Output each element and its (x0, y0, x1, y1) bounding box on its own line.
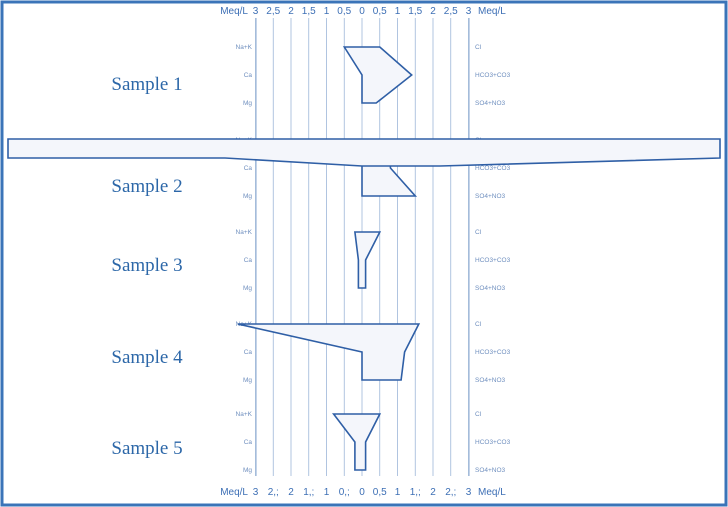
bottom-scale-label: 1 (324, 487, 330, 498)
sample-names: Sample 1 Sample 2 Sample 3 Sample 4 Sample 5 (111, 74, 183, 459)
top-scale-label: 2 (288, 6, 294, 17)
anion-label: Cl (475, 411, 482, 418)
overflow-band (7, 138, 721, 167)
cation-label: Na+K (236, 44, 253, 51)
anion-label: HCO3+CO3 (475, 349, 511, 356)
cation-label: Ca (244, 257, 253, 264)
anion-label: HCO3+CO3 (475, 257, 511, 264)
sample-polygon (342, 46, 413, 104)
top-scale-label: Meq/L (220, 6, 248, 17)
top-scale-label: Meq/L (478, 6, 506, 17)
cation-label: Na+K (236, 229, 253, 236)
cation-label: Mg (243, 467, 252, 474)
top-scale-label: 2 (430, 6, 436, 17)
top-scale-label: 1,5 (302, 6, 316, 17)
bottom-scale-label: 2 (288, 487, 294, 498)
bottom-scale: Meq/L 3 2,; 2 1,; 1 0,; 0 0,5 1 1,; 2 2,; 3 Meq/L (220, 487, 506, 498)
anion-label: SO4+NO3 (475, 193, 506, 200)
bottom-scale-label: 1,; (303, 487, 314, 498)
bottom-scale-label: 2 (430, 487, 436, 498)
cation-label: Na+K (236, 411, 253, 418)
anion-label: SO4+NO3 (475, 100, 506, 107)
bottom-scale-label: 1,; (410, 487, 421, 498)
top-scale-label: 0,5 (373, 6, 387, 17)
anion-label: Cl (475, 321, 482, 328)
cation-label: Mg (243, 193, 252, 200)
cation-label: Ca (244, 72, 253, 79)
anion-label: Cl (475, 229, 482, 236)
anion-label: SO4+NO3 (475, 467, 506, 474)
bottom-scale-label: Meq/L (220, 487, 248, 498)
cation-label: Mg (243, 285, 252, 292)
top-scale: Meq/L 3 2,5 2 1,5 1 0,5 0 0,5 1 1,5 2 2,5 3 Meq/L (220, 6, 506, 17)
top-scale-label: 1 (395, 6, 401, 17)
sample-name: Sample 2 (111, 176, 182, 197)
top-scale-label: 1 (324, 6, 330, 17)
bottom-scale-label: 2,; (268, 487, 279, 498)
top-scale-label: 0 (359, 6, 365, 17)
sample-polygon (353, 231, 382, 289)
anion-label: SO4+NO3 (475, 285, 506, 292)
top-scale-label: 2,5 (266, 6, 280, 17)
cation-label: Ca (244, 165, 253, 172)
top-scale-label: 3 (253, 6, 259, 17)
sample-polygons (7, 46, 721, 471)
anion-label: HCO3+CO3 (475, 72, 511, 79)
top-scale-label: 2,5 (444, 6, 458, 17)
bottom-scale-label: 0,5 (373, 487, 387, 498)
sample-name: Sample 1 (111, 74, 182, 95)
sample-polygon (331, 413, 382, 471)
bottom-scale-label: 3 (466, 487, 472, 498)
ion-labels: Na+KClCaHCO3+CO3MgSO4+NO3Na+KClCaHCO3+CO… (236, 44, 511, 474)
bottom-scale-label: 3 (253, 487, 259, 498)
cation-label: Mg (243, 100, 252, 107)
bottom-scale-label: 0,; (339, 487, 350, 498)
grid-lines (255, 18, 470, 476)
sample-name: Sample 5 (111, 438, 182, 459)
cation-label: Ca (244, 349, 253, 356)
anion-label: HCO3+CO3 (475, 165, 511, 172)
bottom-scale-label: 2,; (445, 487, 456, 498)
anion-label: Cl (475, 44, 482, 51)
top-scale-label: 3 (466, 6, 472, 17)
cation-label: Ca (244, 439, 253, 446)
anion-label: SO4+NO3 (475, 377, 506, 384)
bottom-scale-label: 0 (359, 487, 365, 498)
anion-label: HCO3+CO3 (475, 439, 511, 446)
top-scale-label: 1,5 (408, 6, 422, 17)
cation-label: Mg (243, 377, 252, 384)
bottom-scale-label: 1 (395, 487, 401, 498)
sample-polygon (237, 323, 421, 381)
bottom-scale-label: Meq/L (478, 487, 506, 498)
top-scale-label: 0,5 (337, 6, 351, 17)
sample-name: Sample 4 (111, 347, 183, 368)
sample-name: Sample 3 (111, 255, 182, 276)
